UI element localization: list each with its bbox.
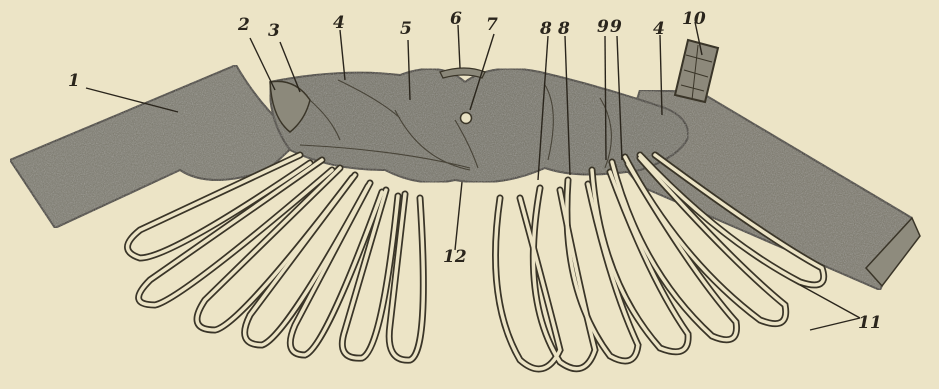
leader-9a — [605, 36, 606, 160]
label-4b: 4 — [653, 19, 665, 39]
label-12: 12 — [443, 247, 467, 267]
label-4a: 4 — [333, 13, 345, 33]
leader-2 — [250, 38, 275, 90]
label-2: 2 — [237, 15, 250, 35]
label-6: 6 — [450, 9, 462, 29]
label-8b: 8 — [557, 19, 570, 39]
label-9a: 9 — [597, 17, 609, 37]
label-9b: 9 — [610, 17, 622, 37]
bridge-6 — [440, 68, 485, 78]
tube — [675, 40, 718, 102]
label-8a: 8 — [539, 19, 552, 39]
label-10: 10 — [682, 9, 706, 29]
leader-11a — [800, 285, 860, 318]
label-5: 5 — [400, 19, 412, 39]
opening-7 — [461, 113, 472, 124]
label-11: 11 — [858, 313, 882, 333]
leader-6 — [458, 25, 460, 68]
label-1: 1 — [68, 71, 80, 91]
label-7: 7 — [486, 15, 498, 35]
leader-11b — [810, 318, 860, 330]
leader-12 — [455, 182, 462, 250]
label-3: 3 — [268, 21, 280, 41]
